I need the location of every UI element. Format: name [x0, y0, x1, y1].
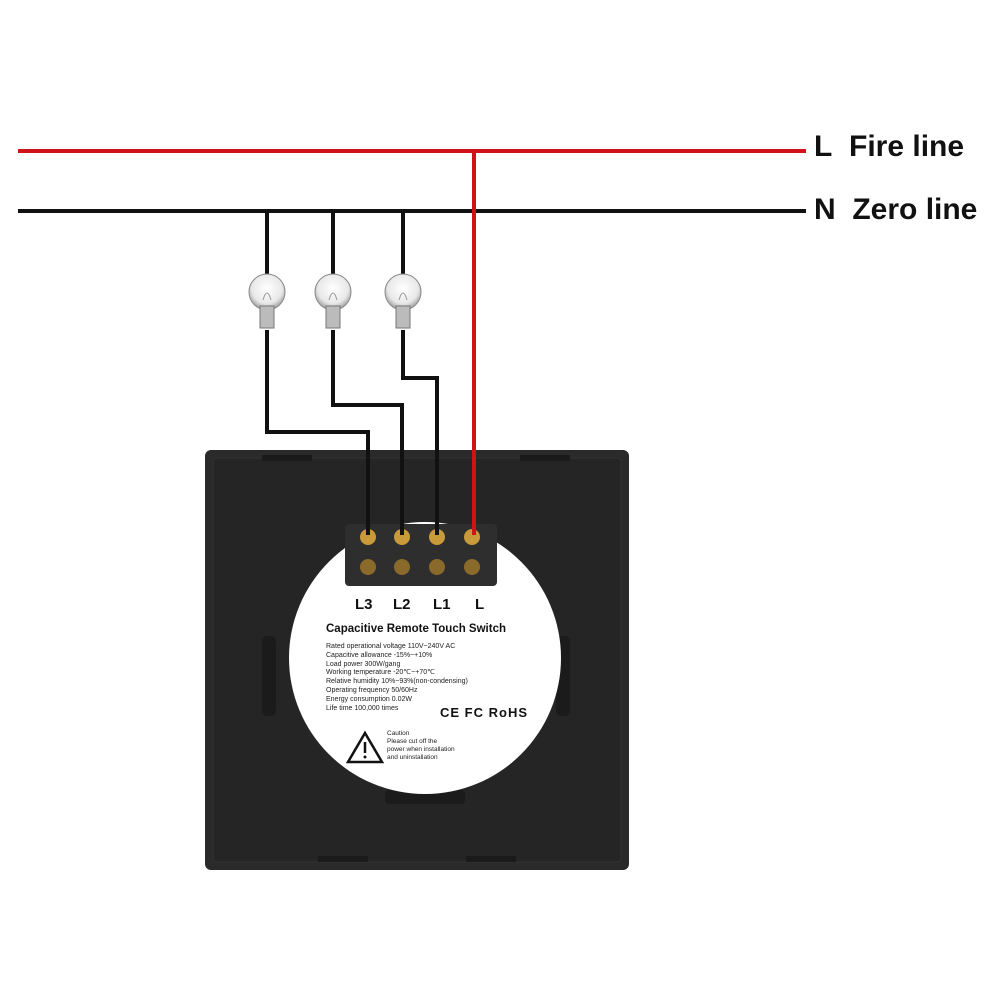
warning-icon: [345, 730, 385, 764]
spec-item: Capacitive allowance -15%~+10%: [326, 651, 433, 659]
spec-item: Load power 300W/gang: [326, 660, 401, 668]
fire-line-code: L: [814, 130, 833, 163]
wire-l2-switch: [331, 330, 404, 535]
fire-line-text: Fire line: [849, 130, 965, 163]
terminal-label-l1: L1: [433, 596, 451, 613]
caution-line: Please cut off the: [387, 738, 438, 745]
switch-title: Capacitive Remote Touch Switch: [326, 623, 506, 635]
spec-item: Energy consumption 0.02W: [326, 695, 412, 703]
bulb-icon: [384, 273, 422, 329]
spec-list: Rated operational voltage 110V~240V AC C…: [326, 643, 468, 713]
terminal-block: [345, 524, 497, 586]
zero-line-code: N: [814, 193, 836, 226]
zero-line-label: N Zero line: [814, 193, 977, 227]
certification-marks: CE FC RoHS: [440, 705, 528, 720]
spec-item: Relative humidity 10%~93%(non-condensing…: [326, 678, 468, 686]
spec-item: Life time 100,000 times: [326, 704, 399, 712]
wire-l3-switch: [265, 330, 370, 535]
terminal-label-l: L: [475, 596, 485, 613]
terminal-screws: [360, 529, 480, 575]
spec-item: Operating frequency 50/60Hz: [326, 686, 418, 694]
spec-item: Working temperature -20℃~+70℃: [326, 669, 435, 677]
bulb-icon: [314, 273, 352, 329]
zero-line-text: Zero line: [852, 193, 978, 226]
bulb-icon: [248, 273, 286, 329]
fire-line-label: L Fire line: [814, 130, 964, 164]
caution-line: Caution: [387, 730, 410, 737]
wire-l1-switch: [401, 330, 439, 535]
caution-line: and uninstallation: [387, 754, 438, 761]
spec-item: Rated operational voltage 110V~240V AC: [326, 643, 456, 650]
caution-text: Caution Please cut off the power when in…: [387, 730, 477, 762]
terminal-label-l3: L3: [355, 596, 373, 613]
terminal-label-l2: L2: [393, 596, 411, 613]
label-sticker: [289, 522, 561, 794]
caution-line: power when installation: [387, 746, 455, 753]
